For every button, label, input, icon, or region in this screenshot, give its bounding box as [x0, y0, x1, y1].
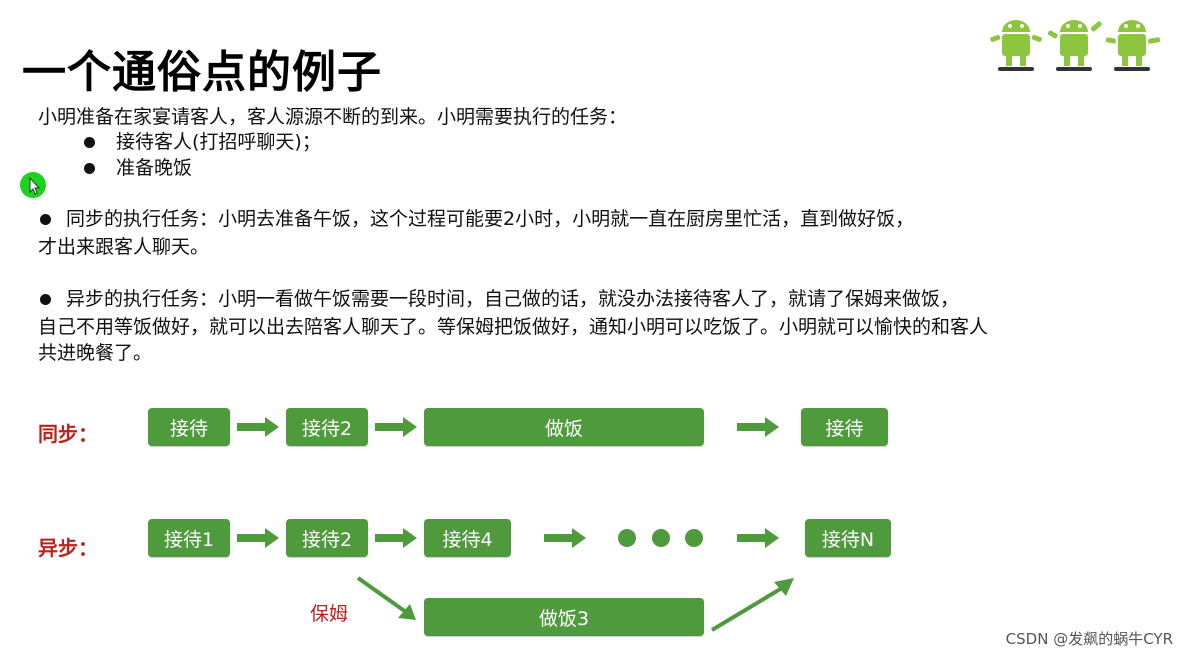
arrow-right-icon: [375, 528, 417, 548]
arrow-right-icon: [737, 417, 779, 437]
bullet-dot: [40, 294, 51, 305]
sync-text-line1: 同步的执行任务：小明去准备午饭，这个过程可能要2小时，小明就一直在厨房里忙活，直…: [66, 208, 915, 230]
watermark: CSDN @发飙的蜗牛CYR: [1005, 630, 1173, 648]
cursor-icon: [29, 176, 41, 195]
sync-text-line2: 才出来跟客人聊天。: [38, 236, 210, 258]
ellipsis-dot: [652, 529, 670, 547]
bullet-dot: [84, 137, 95, 148]
ellipsis-dot: [685, 529, 703, 547]
sync-box-reception-2: 接待2: [286, 408, 368, 446]
task-item-dinner: 准备晚饭: [116, 157, 193, 179]
async-box-reception-1: 接待1: [148, 519, 230, 557]
page-title: 一个通俗点的例子: [22, 47, 382, 98]
sync-box-reception: 接待: [148, 408, 230, 446]
async-label: 异步：: [38, 536, 98, 560]
intro-text: 小明准备在家宴请客人，客人源源不断的到来。小明需要执行的任务：: [38, 106, 628, 128]
nanny-label: 保姆: [310, 603, 349, 625]
async-box-reception-n: 接待N: [805, 519, 891, 557]
async-box-reception-2: 接待2: [286, 519, 368, 557]
sync-box-reception-final: 接待: [801, 408, 888, 446]
async-box-reception-4: 接待4: [424, 519, 511, 557]
arrow-down-right-icon: [356, 576, 416, 620]
android-skateboard-icon: [1047, 20, 1102, 71]
async-text-line3: 共进晚餐了。: [38, 342, 153, 364]
arrow-right-icon: [237, 528, 279, 548]
android-skateboard-icon: [990, 20, 1042, 71]
cursor-highlight: [20, 172, 46, 198]
arrow-up-right-icon: [710, 578, 794, 632]
ellipsis-dot: [618, 529, 636, 547]
sync-label: 同步：: [38, 422, 98, 446]
arrow-right-icon: [737, 528, 779, 548]
arrow-right-icon: [375, 417, 417, 437]
android-mascots: [990, 20, 1161, 71]
async-text-line1: 异步的执行任务：小明一看做午饭需要一段时间，自己做的话，就没办法接待客人了，就请…: [66, 288, 960, 310]
async-text-line2: 自己不用等饭做好，就可以出去陪客人聊天了。等保姆把饭做好，通知小明可以吃饭了。小…: [38, 316, 989, 338]
android-skateboard-icon: [1105, 20, 1161, 71]
arrow-right-icon: [544, 528, 586, 548]
arrow-right-icon: [237, 417, 279, 437]
bullet-dot: [40, 214, 51, 225]
task-item-reception: 接待客人(打招呼聊天)；: [116, 131, 321, 153]
nanny-cooking-box: 做饭3: [424, 598, 704, 636]
sync-box-cooking: 做饭: [424, 408, 704, 446]
bullet-dot: [84, 163, 95, 174]
